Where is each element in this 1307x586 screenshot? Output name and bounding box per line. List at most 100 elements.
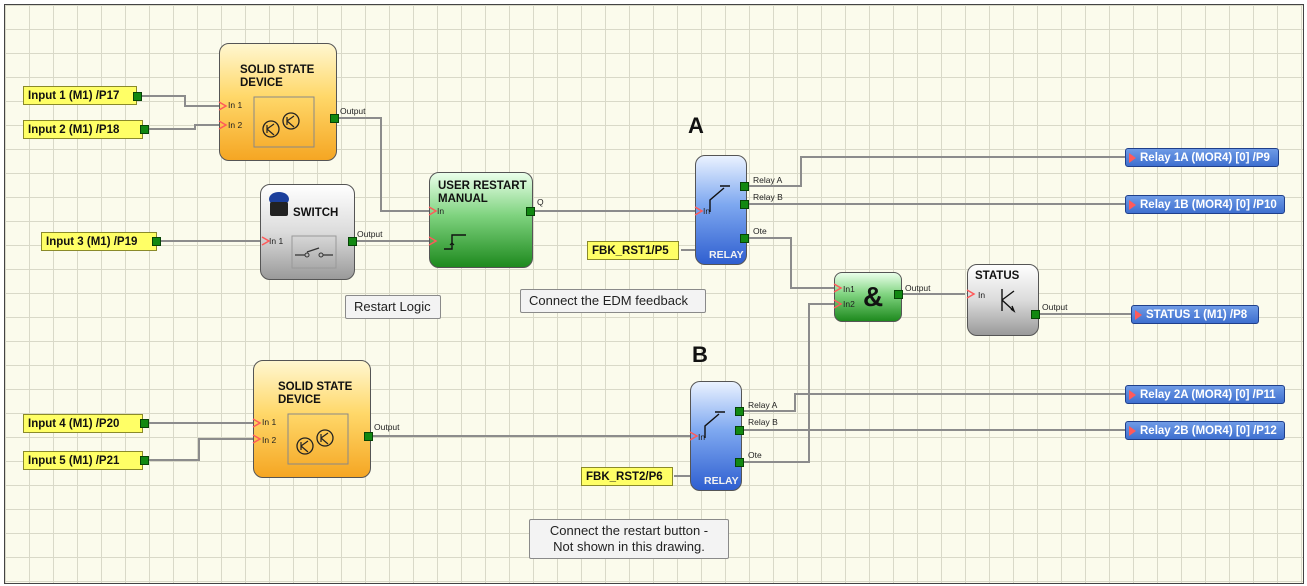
port-label: Relay A (753, 175, 783, 185)
switch-contact-icon (291, 235, 337, 269)
input-pin-icon (428, 236, 438, 246)
note-restart-logic: Restart Logic (345, 295, 441, 319)
switch-block[interactable]: SWITCH (260, 184, 355, 280)
wire (741, 393, 1125, 412)
output-label-relay1a: Relay 1A (MOR4) [0] /P9 (1125, 148, 1279, 167)
diagram-canvas: Input 1 (M1) /P17 Input 2 (M1) /P18 Inpu… (4, 4, 1304, 584)
output-label-relay1b: Relay 1B (MOR4) [0] /P10 (1125, 195, 1285, 214)
port-label: Output (340, 106, 366, 116)
input-pin-icon (1129, 153, 1136, 163)
solid-state-device-block-1[interactable]: SOLID STATE DEVICE (219, 43, 337, 161)
input-pin-icon (428, 206, 438, 216)
output-pin[interactable] (740, 234, 749, 243)
input-pin-icon (1129, 390, 1136, 400)
output-pin[interactable] (348, 237, 357, 246)
output-pin[interactable] (330, 114, 339, 123)
port-label: Output (1042, 302, 1068, 312)
port-label: In 1 (262, 417, 277, 427)
relay-block-a[interactable]: RELAY (695, 155, 747, 265)
port-label: Ote (753, 226, 767, 236)
user-restart-manual-block[interactable]: USER RESTART MANUAL (429, 172, 533, 268)
output-pin[interactable] (735, 458, 744, 467)
port-label: Output (905, 283, 931, 293)
output-pin[interactable] (894, 290, 903, 299)
input-pin-icon (966, 289, 976, 299)
output-label-text: STATUS 1 (M1) /P8 (1146, 309, 1248, 321)
port-label: In (703, 206, 711, 216)
output-label-text: Relay 1A (MOR4) [0] /P9 (1140, 152, 1270, 164)
wire (741, 303, 834, 463)
output-pin[interactable] (140, 419, 149, 428)
wire (147, 124, 219, 130)
port-label: Output (374, 422, 400, 432)
input-pin-icon (261, 236, 271, 246)
output-pin[interactable] (133, 92, 142, 101)
solid-state-device-block-2[interactable]: SOLID STATE DEVICE (253, 360, 371, 478)
output-pin[interactable] (140, 456, 149, 465)
input-pin-icon (1135, 310, 1142, 320)
port-label: Relay B (748, 417, 778, 427)
output-label-relay2a: Relay 2A (MOR4) [0] /P11 (1125, 385, 1285, 404)
input-pin-icon (252, 434, 262, 444)
input-label-2: Input 2 (M1) /P18 (23, 120, 143, 139)
output-pin[interactable] (526, 207, 535, 216)
input-label-3: Input 3 (M1) /P19 (41, 232, 157, 251)
port-label: Relay B (753, 192, 783, 202)
relay-contact-icon (704, 411, 725, 438)
output-pin[interactable] (740, 200, 749, 209)
wire (147, 438, 253, 461)
section-label-b: B (692, 342, 708, 367)
status-block[interactable]: STATUS (967, 264, 1039, 336)
port-label: In 1 (269, 236, 284, 246)
output-pin[interactable] (735, 407, 744, 416)
wire (746, 237, 834, 289)
relay-block-b[interactable]: RELAY (690, 381, 742, 491)
input-pin-icon (833, 283, 843, 293)
output-pin[interactable] (1031, 310, 1040, 319)
transistor-icon (253, 96, 315, 148)
block-title: RELAY (704, 475, 739, 487)
output-label-text: Relay 2B (MOR4) [0] /P12 (1140, 425, 1277, 437)
section-label-a: A (688, 113, 704, 138)
fbk-label-2: FBK_RST2/P6 (581, 467, 673, 486)
wire (139, 95, 219, 107)
input-pins (218, 101, 976, 444)
output-pin[interactable] (152, 237, 161, 246)
block-title: STATUS (975, 270, 1020, 282)
output-pin[interactable] (140, 125, 149, 134)
input-label-4: Input 4 (M1) /P20 (23, 414, 143, 433)
and-block[interactable]: & (834, 272, 902, 322)
note-edm-feedback: Connect the EDM feedback (520, 289, 706, 313)
note-restart-button: Connect the restart button - Not shown i… (529, 519, 729, 559)
and-symbol: & (863, 281, 884, 312)
block-title: SOLID STATE DEVICE (278, 381, 353, 406)
output-label-text: Relay 2A (MOR4) [0] /P11 (1140, 389, 1276, 401)
wire (746, 156, 1125, 187)
output-label-text: Relay 1B (MOR4) [0] /P10 (1140, 199, 1277, 211)
block-title: SOLID STATE DEVICE (240, 64, 315, 89)
port-label: Relay A (748, 400, 778, 410)
block-title: USER RESTART MANUAL (438, 180, 527, 205)
port-label: Q (537, 197, 544, 207)
input-pin-icon (694, 206, 704, 216)
rising-edge-icon (444, 234, 466, 250)
block-title: RELAY (709, 249, 744, 261)
input-pin-icon (1129, 426, 1136, 436)
output-pin[interactable] (735, 426, 744, 435)
port-label: In (698, 432, 706, 442)
port-label: In 2 (228, 120, 243, 130)
input-pin-icon (833, 299, 843, 309)
port-label: In 2 (262, 435, 277, 445)
push-button-icon (269, 192, 289, 216)
fbk-label-1: FBK_RST1/P5 (587, 241, 679, 260)
relay-contact-icon (709, 185, 730, 212)
input-pin-icon (252, 418, 262, 428)
input-pin-icon (1129, 200, 1136, 210)
output-pin[interactable] (740, 182, 749, 191)
input-label-5: Input 5 (M1) /P21 (23, 451, 143, 470)
input-pin-icon (218, 101, 228, 111)
output-label-relay2b: Relay 2B (MOR4) [0] /P12 (1125, 421, 1285, 440)
input-label-1: Input 1 (M1) /P17 (23, 86, 137, 105)
port-label: Ote (748, 450, 762, 460)
output-pin[interactable] (364, 432, 373, 441)
